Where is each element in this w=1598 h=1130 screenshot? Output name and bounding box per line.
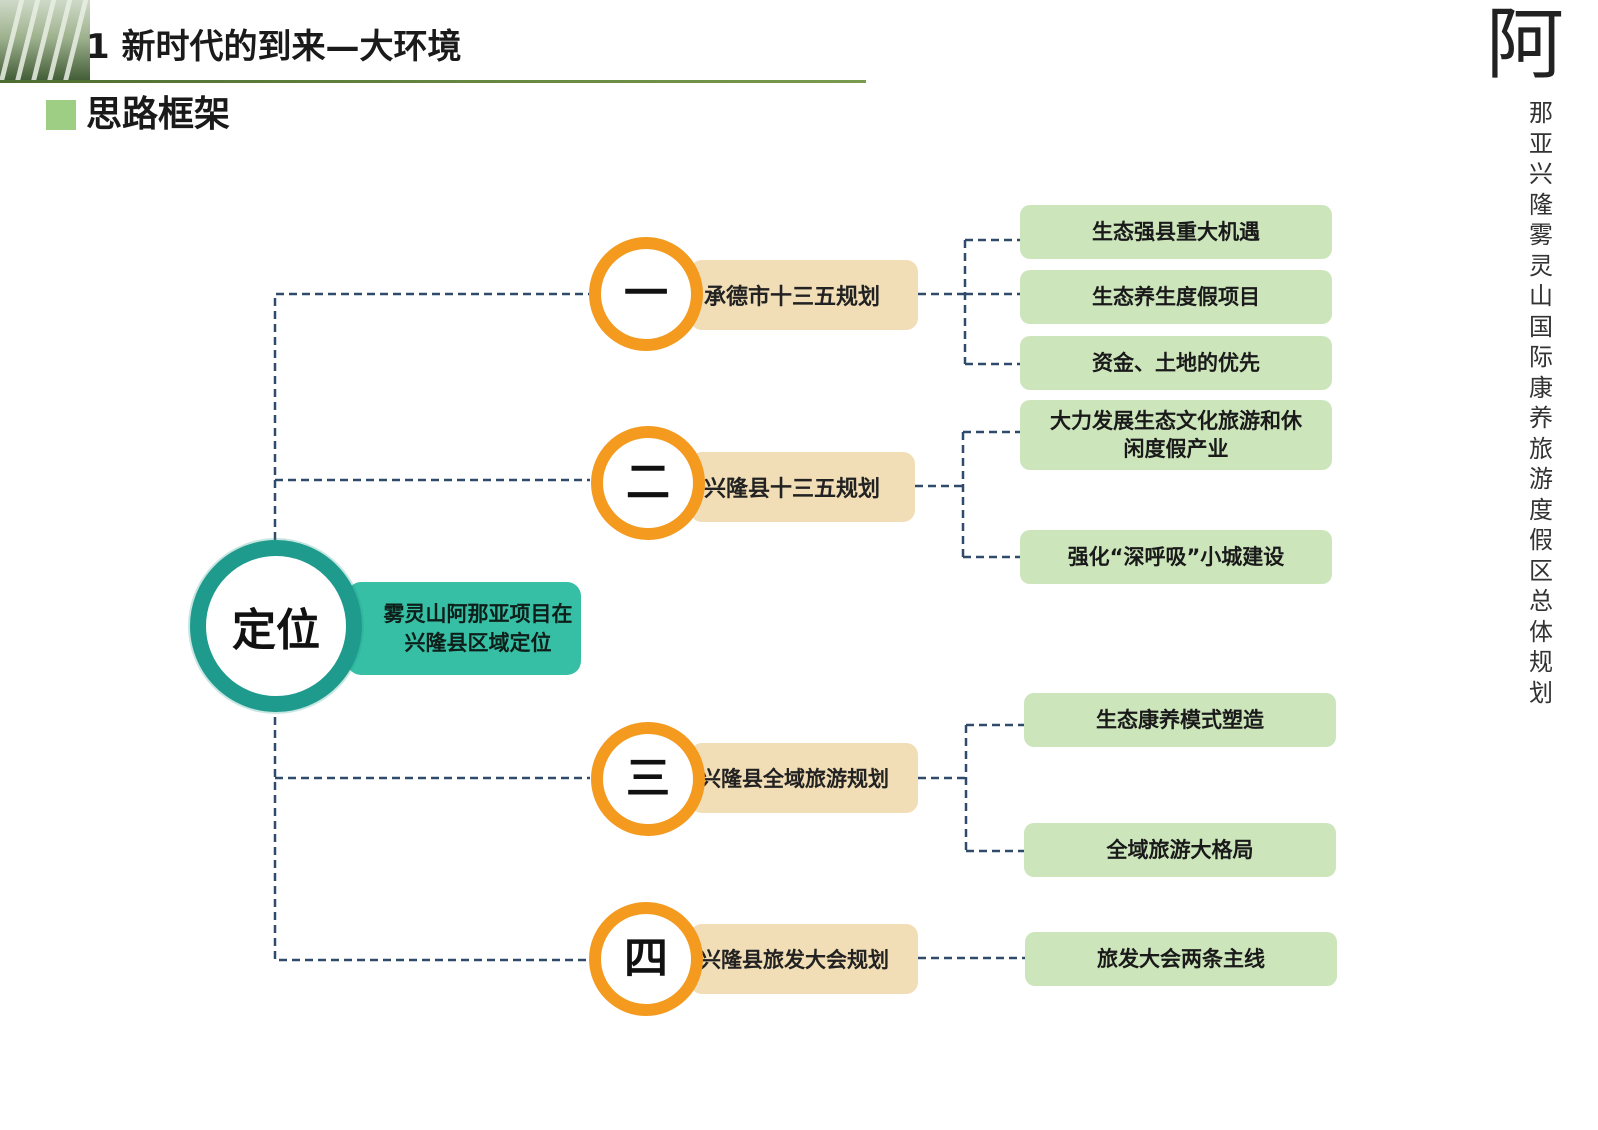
leaf-box-1-1: 生态强县重大机遇 (1020, 205, 1332, 259)
page-title: 1 新时代的到来—大环境 (86, 27, 462, 67)
branch-number-3: 三 (626, 753, 670, 804)
branch-label-box-3: 兴隆县全域旅游规划 (690, 743, 918, 813)
corner-photo (0, 0, 90, 82)
leaf-text-1-3: 资金、土地的优先 (1092, 351, 1260, 375)
brand-logo-glyph: 阿 (1486, 0, 1565, 90)
branch-number-2: 二 (626, 457, 670, 508)
branch-node-1: 一 (589, 237, 703, 351)
trunk-line-upper (273, 292, 590, 540)
positioning-node-label: 定位 (232, 605, 320, 656)
branch-number-4: 四 (624, 933, 668, 984)
branch-number-1: 一 (624, 268, 668, 319)
positioning-description-box: 雾灵山阿那亚项目在兴隆县区域定位 (347, 582, 581, 675)
branch-label-box-4: 兴隆县旅发大会规划 (690, 924, 918, 994)
branch-node-4: 四 (589, 902, 703, 1016)
branch-label-1: 承德市十三五规划 (704, 285, 881, 310)
trunk-line-lower (273, 704, 590, 962)
leaf-text-3-1: 生态康养模式塑造 (1096, 708, 1264, 732)
leaf-text-4-1: 旅发大会两条主线 (1097, 947, 1265, 971)
leaf-box-2-1: 大力发展生态文化旅游和休闲度假产业 (1020, 400, 1332, 470)
leaf-box-1-3: 资金、土地的优先 (1020, 336, 1332, 390)
leaf-box-3-1: 生态康养模式塑造 (1024, 693, 1336, 747)
leaf-box-4-1: 旅发大会两条主线 (1025, 932, 1337, 986)
branch-node-3: 三 (591, 722, 705, 836)
leaf-box-1-2: 生态养生度假项目 (1020, 270, 1332, 324)
leaf-text-2-1: 大力发展生态文化旅游和休闲度假产业 (1050, 409, 1302, 461)
leaf-text-1-2: 生态养生度假项目 (1092, 285, 1260, 309)
section-marker-square (46, 100, 76, 130)
branch-label-3: 兴隆县全域旅游规划 (700, 767, 889, 791)
leaf-text-3-2: 全域旅游大格局 (1106, 838, 1254, 862)
leaf-box-2-2: 强化“深呼吸”小城建设 (1020, 530, 1332, 584)
section-title: 思路框架 (86, 94, 231, 135)
branch-label-2: 兴隆县十三五规划 (704, 477, 881, 502)
branch-label-box-1: 承德市十三五规划 (690, 260, 918, 330)
leaf-box-3-2: 全域旅游大格局 (1024, 823, 1336, 877)
vertical-project-title: 那亚兴隆雾灵山国际康养旅游度假区总体规划 (1529, 99, 1553, 707)
positioning-node: 定位 (190, 540, 362, 712)
header-divider (0, 80, 866, 83)
branch-label-4: 兴隆县旅发大会规划 (700, 948, 889, 972)
leaf-text-1-1: 生态强县重大机遇 (1092, 220, 1260, 244)
branch-node-2: 二 (591, 426, 705, 540)
leaf-text-2-2: 强化“深呼吸”小城建设 (1067, 545, 1285, 569)
positioning-description: 雾灵山阿那亚项目在兴隆县区域定位 (383, 601, 573, 655)
branch-label-box-2: 兴隆县十三五规划 (690, 452, 915, 522)
